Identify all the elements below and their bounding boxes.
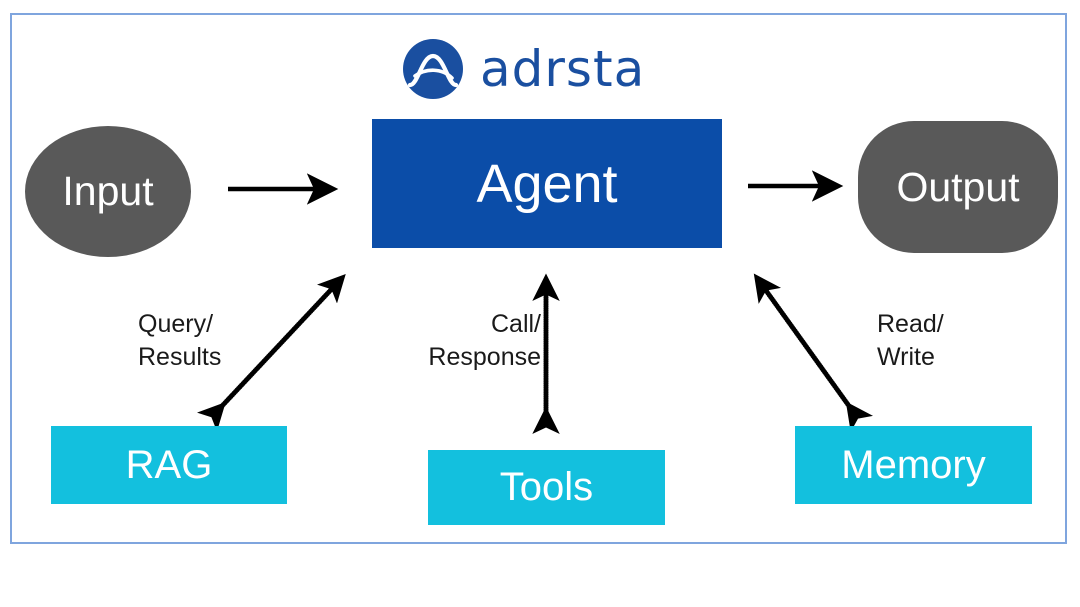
adrsta-logo-icon (402, 38, 464, 100)
node-rag[interactable]: RAG (51, 426, 287, 504)
node-memory[interactable]: Memory (795, 426, 1032, 504)
brand-name: adrsta (480, 40, 646, 98)
node-output-label: Output (896, 163, 1020, 210)
node-input-label: Input (62, 168, 154, 214)
node-tools[interactable]: Tools (428, 450, 665, 525)
edge-label-read-write: Read/ Write (877, 310, 944, 371)
node-agent[interactable]: Agent (372, 119, 722, 248)
node-memory-label: Memory (841, 442, 986, 487)
node-rag-label: RAG (125, 442, 213, 487)
node-input[interactable]: Input (25, 126, 191, 257)
node-agent-label: Agent (476, 153, 618, 214)
edge-label-query-results: Query/ Results (138, 310, 222, 371)
node-output[interactable]: Output (858, 121, 1058, 253)
node-tools-label: Tools (499, 465, 594, 509)
brand-lockup: adrsta (402, 38, 645, 100)
edge-label-call-response: Call/ Response (428, 310, 541, 371)
